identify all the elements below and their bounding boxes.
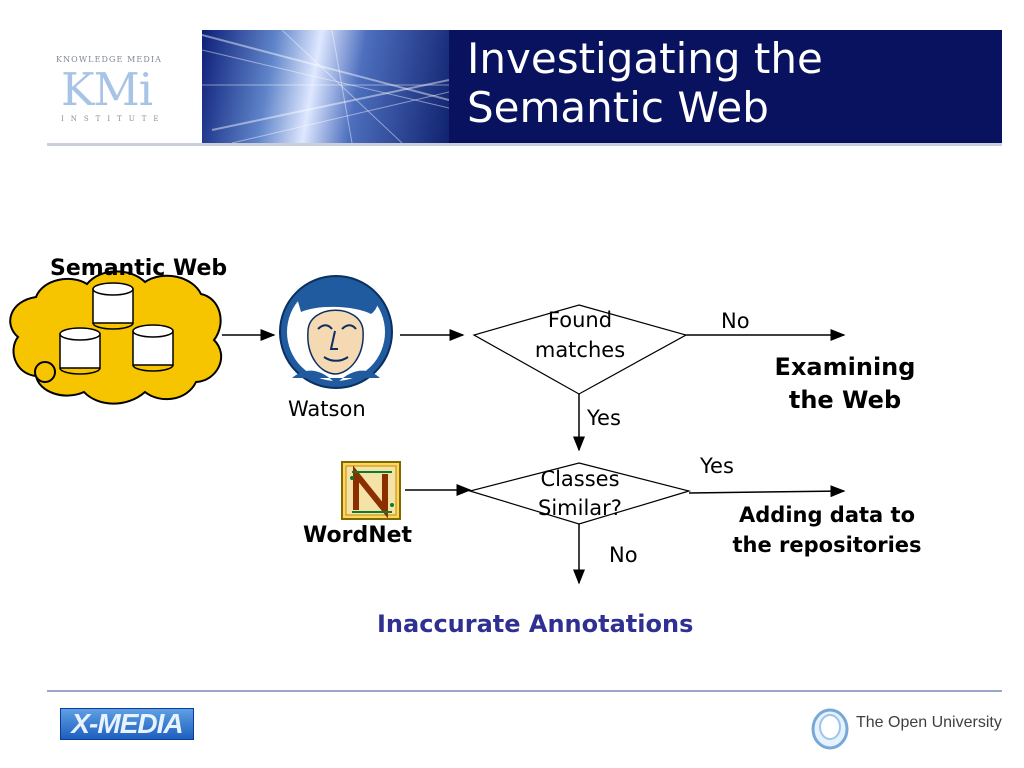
outcome-adding-line-1: Adding data to <box>739 503 915 527</box>
outcome-adding-data: Adding data to the repositories <box>709 500 945 560</box>
footer-divider <box>47 690 1002 692</box>
decision-found-matches-label: Found matches <box>514 305 646 365</box>
no-label-found-matches: No <box>721 309 750 333</box>
outcome-inaccurate-annotations: Inaccurate Annotations <box>377 610 694 638</box>
database-icon-top <box>92 282 134 330</box>
kmi-logo-panel <box>47 30 203 143</box>
wordnet-label: WordNet <box>303 523 413 548</box>
outcome-adding-line-2: the repositories <box>732 533 922 557</box>
header-divider <box>47 143 1002 146</box>
decision-classes-similar-line-1: Classes <box>540 467 620 491</box>
yes-label-classes-similar: Yes <box>700 454 734 478</box>
outcome-examining-web: Examining the Web <box>755 351 935 417</box>
watson-label: Watson <box>288 397 366 421</box>
semantic-web-label: Semantic Web <box>50 256 228 281</box>
light-streaks <box>202 30 449 143</box>
wordnet-logo-icon <box>341 461 401 520</box>
kmi-logo-top-text: KNOWLEDGE MEDIA <box>56 55 162 64</box>
page-title-line-1: Investigating the <box>467 34 823 83</box>
detective-face-icon <box>279 275 393 389</box>
no-label-classes-similar: No <box>609 543 638 567</box>
decision-found-matches-line-1: Found <box>547 308 613 332</box>
decision-classes-similar-line-2: Similar? <box>538 496 622 520</box>
decision-classes-similar-label: Classes Similar? <box>513 465 647 523</box>
open-university-logo-icon <box>811 708 849 750</box>
header-light-band <box>202 30 449 143</box>
outcome-examining-line-2: the Web <box>788 386 902 414</box>
page-title-panel: Investigating the Semantic Web <box>449 30 1002 143</box>
x-media-logo: X-MEDIA <box>60 708 194 740</box>
yes-label-found-matches: Yes <box>587 406 621 430</box>
database-icon-right <box>132 324 174 372</box>
kmi-logo-bottom-text: INSTITUTE <box>61 115 166 123</box>
arrow-yes-to-adding-data <box>688 485 846 498</box>
decision-found-matches-line-2: matches <box>534 338 626 362</box>
page-title-line-2: Semantic Web <box>467 83 769 132</box>
outcome-examining-line-1: Examining <box>774 353 916 381</box>
database-icon-left <box>59 327 101 375</box>
kmi-logo-main-text: KMi <box>61 63 153 116</box>
semantic-web-cloud-icon <box>9 270 223 405</box>
open-university-label: The Open University <box>856 714 1002 731</box>
